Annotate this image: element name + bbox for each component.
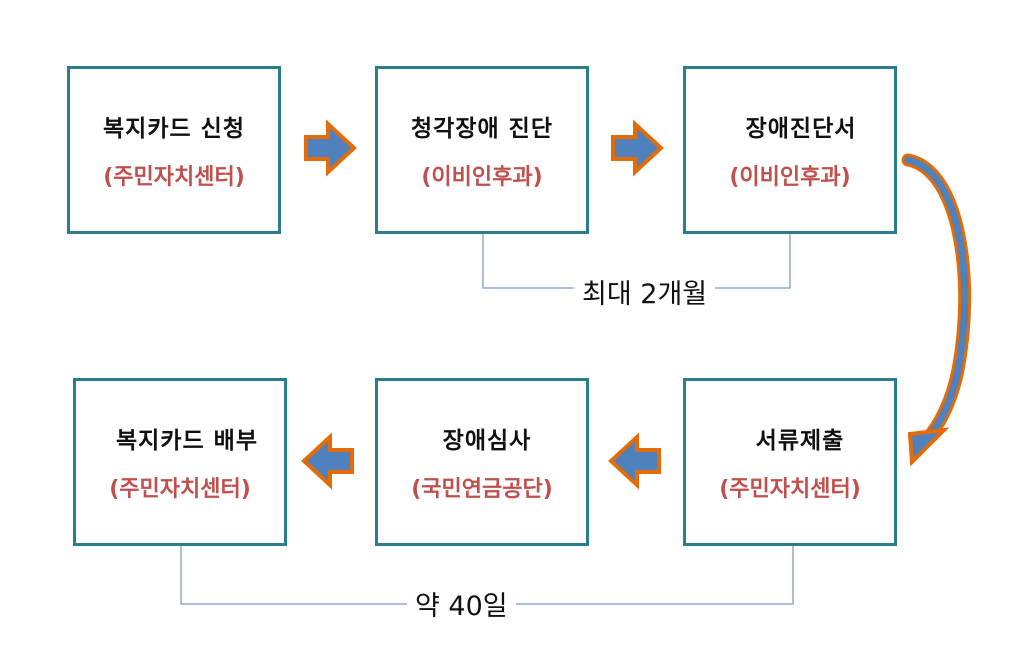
step-location: (주민자치센터)	[103, 165, 245, 190]
step-document-submission: 서류제출 (주민자치센터)	[683, 378, 897, 546]
step-title: 장애진단서	[745, 116, 857, 142]
step-title: 서류제출	[755, 428, 845, 454]
step-title: 복지카드 신청	[103, 116, 245, 142]
arrow-left-icon	[301, 432, 354, 490]
arrow-right-icon	[611, 119, 664, 177]
duration-label-top: 최대 2개월	[574, 272, 716, 311]
step-location: (이비인후과)	[421, 165, 543, 190]
step-disability-review: 장애심사 (국민연금공단)	[375, 378, 589, 546]
step-location: (이비인후과)	[729, 165, 851, 190]
step-location: (주민자치센터)	[719, 477, 861, 502]
step-welfare-card-issuance: 복지카드 배부 (주민자치센터)	[73, 378, 287, 546]
step-hearing-diagnosis: 청각장애 진단 (이비인후과)	[375, 66, 589, 234]
step-title: 청각장애 진단	[411, 116, 553, 142]
duration-label-bottom: 약 40일	[407, 584, 516, 623]
step-title: 장애심사	[442, 428, 532, 454]
step-location: (국민연금공단)	[411, 477, 553, 502]
arrow-left-icon	[608, 432, 661, 490]
arrow-right-icon	[304, 119, 357, 177]
curved-arrow-icon	[901, 153, 972, 467]
step-welfare-card-application: 복지카드 신청 (주민자치센터)	[67, 66, 281, 234]
step-location: (주민자치센터)	[109, 477, 251, 502]
step-disability-certificate: 장애진단서 (이비인후과)	[683, 66, 897, 234]
step-title: 복지카드 배부	[116, 428, 258, 454]
